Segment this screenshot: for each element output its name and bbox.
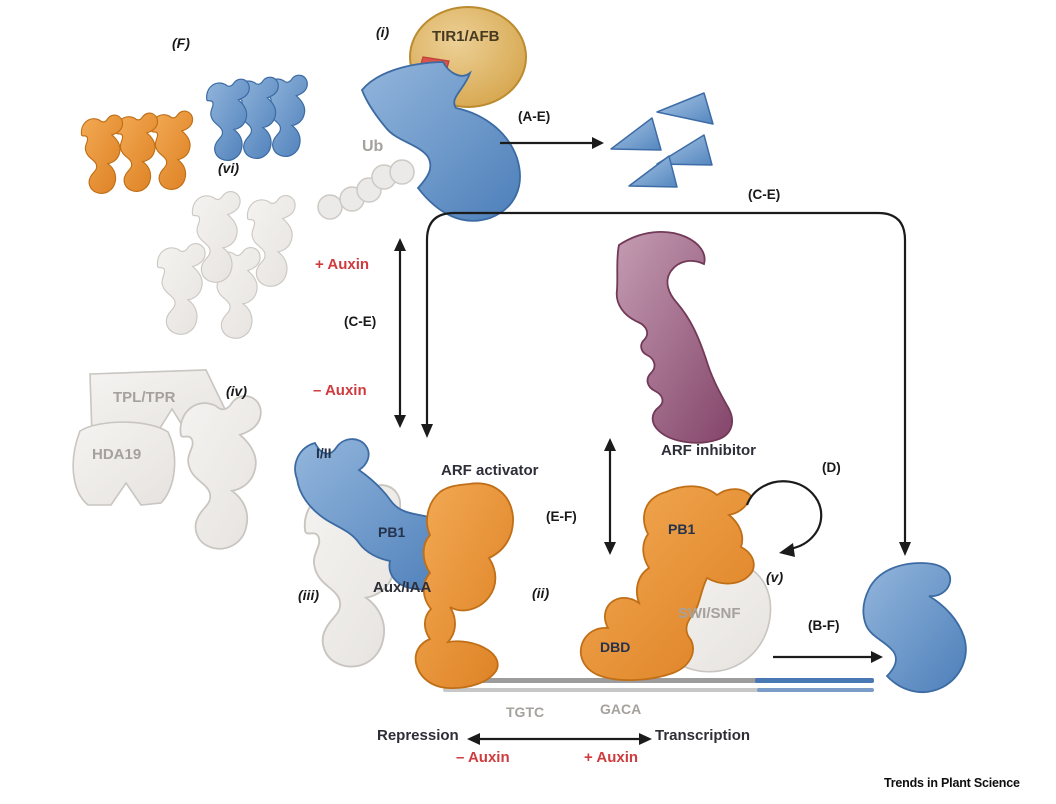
tgtc-element-label: TGTC [506, 704, 545, 720]
step-e-f-label: (E-F) [546, 509, 577, 524]
arf-inhibitor-label: ARF inhibitor [661, 442, 756, 459]
step-d-label: (D) [822, 460, 841, 475]
minus-auxin-bottom-label: – Auxin [456, 749, 510, 766]
released-arf-shape [862, 562, 967, 694]
d-cycle-arrow [745, 480, 823, 551]
hda19-label: HDA19 [92, 446, 142, 463]
domain-i-ii-label: I/II [316, 445, 332, 461]
step-b-f-label: (B-F) [808, 618, 840, 633]
arf-pb1-dbd-shape [579, 485, 755, 681]
degraded-fragments [610, 92, 714, 188]
swi-snf-label: SWI/SNF [678, 605, 741, 622]
marker-ii: (ii) [532, 585, 550, 601]
ubiquitin-label: Ub [362, 138, 384, 155]
repression-label: Repression [377, 727, 459, 744]
step-c-e-top-label: (C-E) [748, 187, 781, 202]
gaca-element-label: GACA [600, 701, 642, 717]
arf-oligomer-stack [80, 110, 194, 194]
degraded-aux-iaa-stack [156, 190, 296, 339]
marker-v: (v) [766, 569, 784, 585]
c-e-loop-arrow [425, 211, 907, 544]
minus-auxin-mid-label: – Auxin [313, 382, 367, 399]
marker-iii: (iii) [298, 587, 319, 603]
step-c-e-mid-label: (C-E) [344, 314, 377, 329]
arrowheads [394, 137, 911, 745]
transcription-label: Transcription [655, 727, 751, 744]
pb1-arf-label: PB1 [668, 521, 696, 537]
plus-auxin-mid-label: + Auxin [315, 256, 370, 273]
pb1-aux-iaa-label: PB1 [378, 524, 406, 540]
step-a-e-label: (A-E) [518, 109, 551, 124]
aux-iaa-oligomer-stack [206, 74, 308, 161]
ubiquitin-chain [317, 159, 415, 220]
tpl-tpr-label: TPL/TPR [113, 389, 176, 406]
dna-strand [443, 678, 874, 692]
marker-F: (F) [172, 35, 190, 51]
tir1-afb-label: TIR1/AFB [432, 28, 500, 45]
arf-inhibitor-shape [615, 231, 733, 444]
journal-credit: Trends in Plant Science [884, 776, 1020, 790]
marker-vi: (vi) [218, 160, 239, 176]
ubiquitinated-aux-iaa-shape [360, 61, 521, 222]
marker-i: (i) [376, 24, 390, 40]
dbd-label: DBD [600, 639, 631, 655]
plus-auxin-bottom-label: + Auxin [584, 749, 639, 766]
arf-activator-label: ARF activator [441, 462, 539, 479]
arrows [398, 141, 907, 741]
arf-activator-shape [414, 482, 514, 689]
marker-iv: (iv) [226, 383, 247, 399]
hda19-shape [72, 421, 176, 506]
aux-iaa-label: Aux/IAA [373, 579, 432, 596]
